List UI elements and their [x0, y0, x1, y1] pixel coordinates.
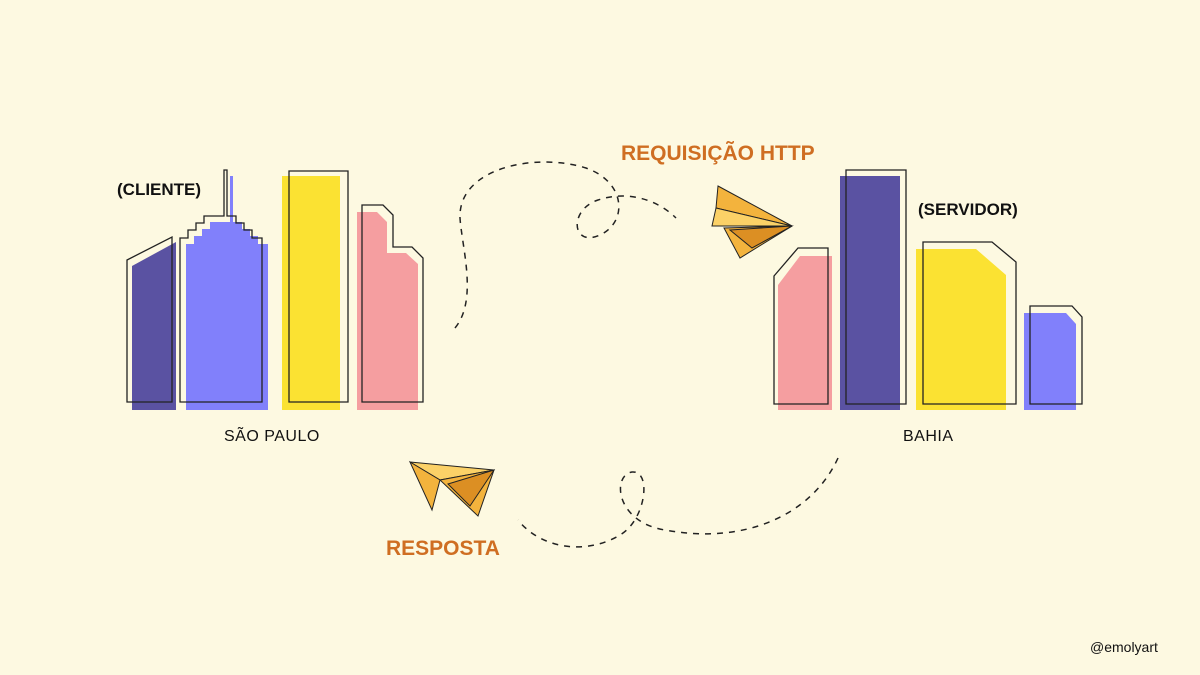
credit-label: @emolyart	[1090, 639, 1158, 655]
building-icon	[179, 169, 268, 410]
building-icon	[282, 170, 349, 410]
dashed-path-icon	[454, 161, 677, 329]
building-icon	[1024, 305, 1083, 410]
client-role-label: (CLIENTE)	[117, 180, 202, 199]
client-city-label: SÃO PAULO	[224, 428, 320, 445]
server-role-label: (SERVIDOR)	[918, 200, 1018, 219]
building-icon	[126, 235, 176, 410]
building-icon	[840, 169, 907, 410]
building-icon	[773, 247, 832, 410]
dashed-path-icon	[517, 457, 839, 548]
paper-plane-icon	[711, 185, 794, 259]
building-icon	[357, 204, 424, 410]
client-city-buildings	[126, 169, 424, 410]
server-city-buildings	[773, 169, 1083, 410]
request-label: REQUISIÇÃO HTTP	[621, 142, 815, 165]
server-city-label: BAHIA	[903, 428, 954, 445]
response-label: RESPOSTA	[386, 537, 500, 560]
paper-plane-icon	[408, 460, 496, 517]
building-icon	[916, 241, 1017, 410]
